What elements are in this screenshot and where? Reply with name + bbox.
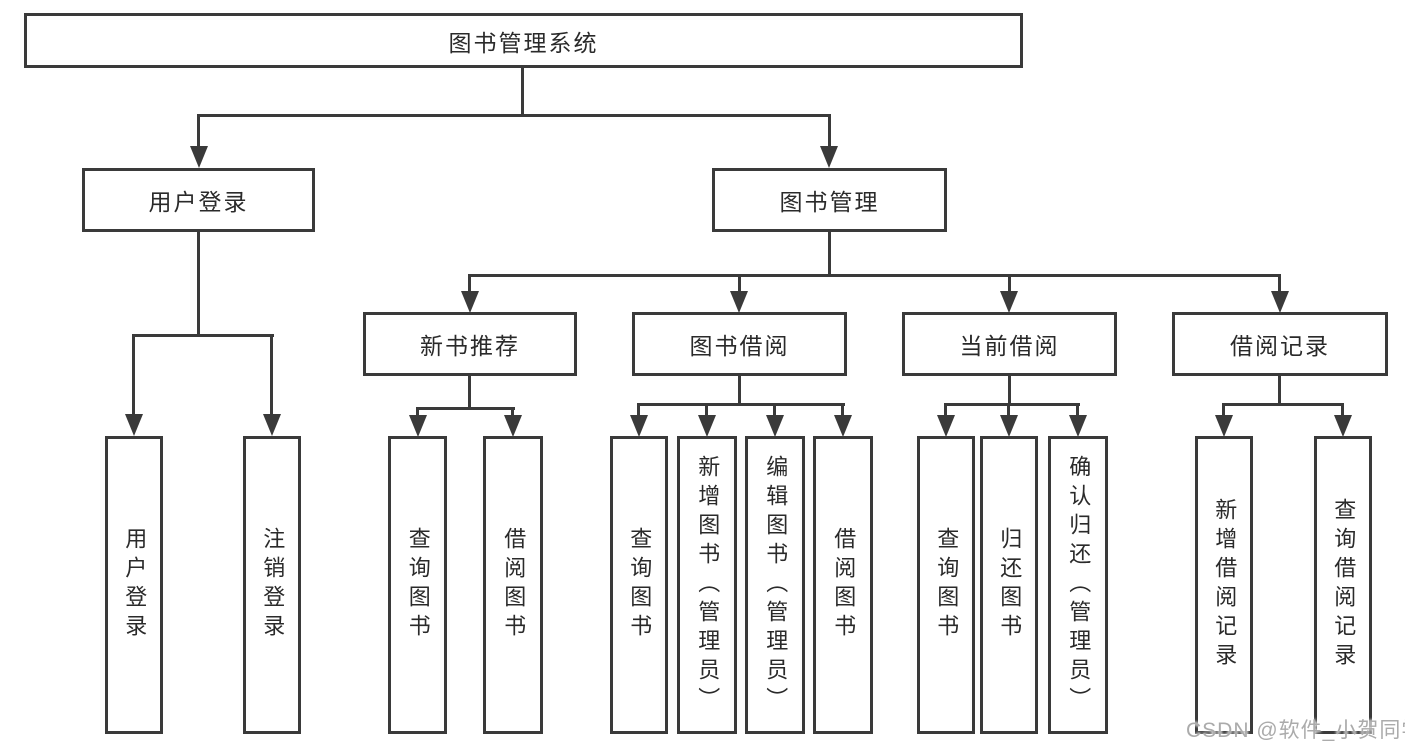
leaf-label: 归还图书: [997, 527, 1023, 643]
leaf-label: 查询图书: [627, 527, 653, 643]
node-book-management: 图书管理: [712, 168, 947, 232]
connector-line: [1222, 403, 1225, 417]
connector-line: [511, 407, 514, 419]
node-new-book-recommendation: 新书推荐: [363, 312, 577, 376]
leaf-label: 新增图书（管理员）: [695, 454, 721, 716]
arrowhead-icon: [766, 415, 784, 437]
arrowhead-icon: [1334, 415, 1352, 437]
connector-line: [828, 114, 831, 148]
leaf-borrow-books: 借阅图书: [813, 436, 873, 734]
arrowhead-icon: [1271, 291, 1289, 313]
node-label: 当前借阅: [959, 333, 1060, 359]
connector-line: [773, 403, 776, 417]
connector-line: [1076, 403, 1079, 417]
connector-line: [270, 334, 273, 416]
arrowhead-icon: [630, 415, 648, 437]
connector-line: [1278, 376, 1281, 406]
arrowhead-icon: [1215, 415, 1233, 437]
arrowhead-icon: [1000, 291, 1018, 313]
leaf-label: 借阅图书: [831, 527, 857, 643]
leaf-borrow-books-recommend: 借阅图书: [483, 436, 543, 734]
arrowhead-icon: [937, 415, 955, 437]
arrowhead-icon: [820, 146, 838, 168]
arrowhead-icon: [1000, 415, 1018, 437]
connector-line: [841, 403, 844, 417]
leaf-label: 注销登录: [260, 527, 286, 643]
node-book-borrowing: 图书借阅: [632, 312, 847, 376]
leaf-query-books-recommend: 查询图书: [388, 436, 447, 734]
connector-line: [132, 334, 135, 416]
connector-line: [468, 274, 471, 294]
watermark: CSDN @软件_小贺同学: [1186, 719, 1405, 742]
node-borrowing-records: 借阅记录: [1172, 312, 1388, 376]
connector-line: [132, 334, 274, 337]
leaf-label: 确认归还（管理员）: [1066, 454, 1092, 716]
leaf-return-books: 归还图书: [980, 436, 1038, 734]
leaf-logout: 注销登录: [243, 436, 301, 734]
connector-line: [197, 114, 200, 148]
arrowhead-icon: [698, 415, 716, 437]
connector-line: [1278, 274, 1281, 294]
connector-line: [1008, 376, 1011, 406]
node-label: 图书管理系统: [448, 29, 599, 56]
leaf-label: 查询图书: [405, 527, 431, 643]
connector-line: [197, 232, 200, 337]
arrowhead-icon: [461, 291, 479, 313]
leaf-add-borrow-record: 新增借阅记录: [1195, 436, 1253, 734]
arrowhead-icon: [1069, 415, 1087, 437]
connector-line: [944, 403, 947, 417]
node-user-login: 用户登录: [82, 168, 315, 232]
connector-line: [1007, 403, 1010, 417]
arrowhead-icon: [263, 414, 281, 436]
connector-line: [521, 68, 524, 117]
node-label: 图书借阅: [689, 333, 790, 359]
node-label: 图书管理: [779, 189, 880, 215]
arrowhead-icon: [125, 414, 143, 436]
connector-line: [416, 407, 419, 419]
connector-line: [197, 114, 831, 117]
arrowhead-icon: [190, 146, 208, 168]
arrowhead-icon: [834, 415, 852, 437]
connector-line: [705, 403, 708, 417]
connector-line: [637, 403, 640, 417]
leaf-query-books-current: 查询图书: [917, 436, 975, 734]
connector-line: [416, 407, 515, 410]
connector-line: [828, 232, 831, 277]
leaf-query-borrow-record: 查询借阅记录: [1314, 436, 1372, 734]
node-label: 借阅记录: [1230, 333, 1330, 359]
leaf-query-books-borrow: 查询图书: [610, 436, 668, 734]
connector-line: [1222, 403, 1344, 406]
leaf-user-login: 用户登录: [105, 436, 163, 734]
connector-line: [738, 274, 741, 294]
leaf-label: 查询借阅记录: [1331, 498, 1357, 672]
leaf-add-books-admin: 新增图书（管理员）: [677, 436, 737, 734]
connector-line: [1008, 274, 1011, 294]
node-library-system: 图书管理系统: [24, 13, 1023, 68]
node-label: 新书推荐: [420, 333, 520, 359]
arrowhead-icon: [730, 291, 748, 313]
connector-line: [1341, 403, 1344, 417]
leaf-confirm-return-admin: 确认归还（管理员）: [1048, 436, 1108, 734]
arrowhead-icon: [409, 415, 427, 437]
leaf-label: 用户登录: [122, 527, 148, 643]
node-label: 用户登录: [148, 189, 249, 215]
connector-line: [738, 376, 741, 406]
node-current-borrowing: 当前借阅: [902, 312, 1117, 376]
leaf-label: 借阅图书: [501, 527, 527, 643]
connector-line: [468, 274, 1281, 277]
connector-line: [944, 403, 1080, 406]
leaf-label: 编辑图书（管理员）: [763, 454, 789, 716]
connector-line: [468, 376, 471, 410]
connector-line: [637, 403, 845, 406]
leaf-label: 查询图书: [934, 527, 960, 643]
leaf-label: 新增借阅记录: [1212, 498, 1238, 672]
arrowhead-icon: [504, 415, 522, 437]
leaf-edit-books-admin: 编辑图书（管理员）: [745, 436, 805, 734]
